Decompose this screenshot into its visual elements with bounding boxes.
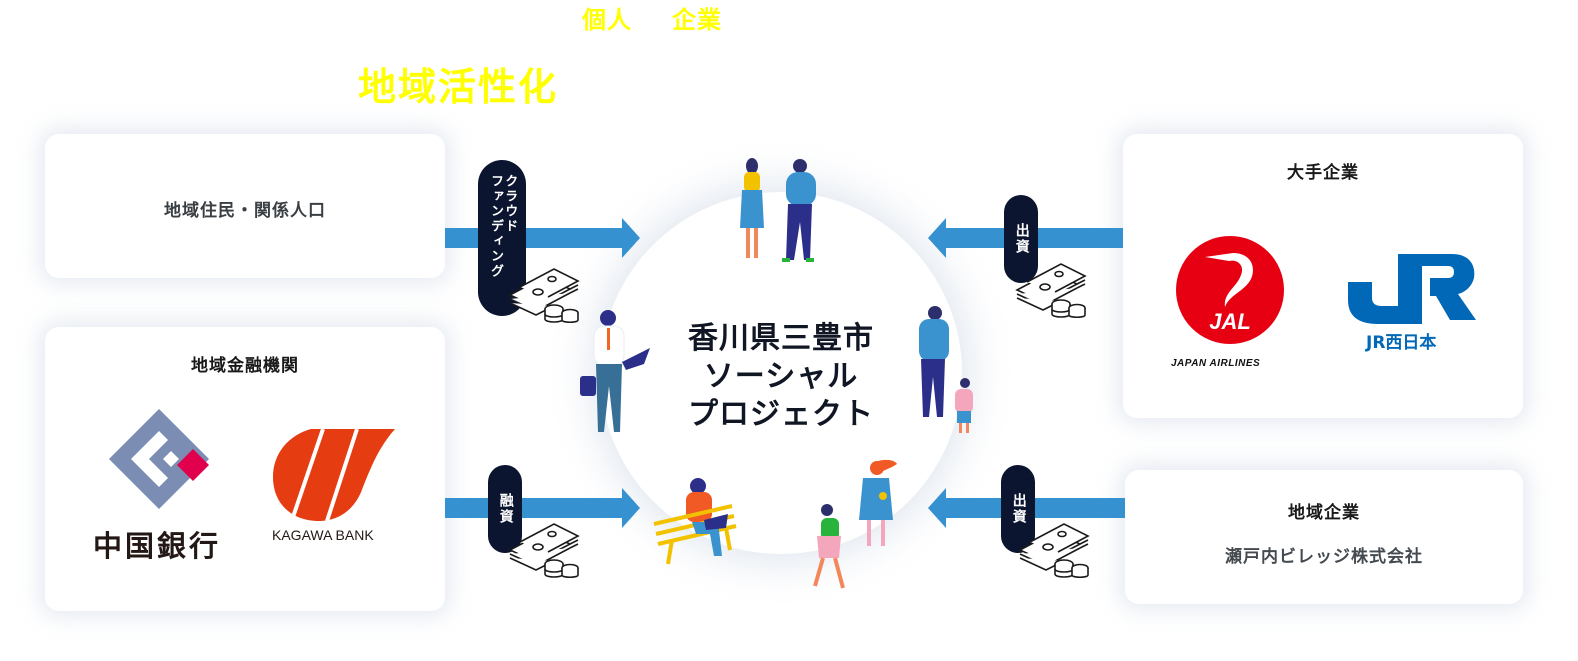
money-stack-icon bbox=[1015, 263, 1087, 318]
chugoku-bank-logo-icon bbox=[109, 409, 209, 509]
headline-word-company: 企業 bbox=[672, 6, 722, 34]
project-title-line: ソーシャル bbox=[703, 359, 859, 394]
jr-west-logo-icon bbox=[1348, 254, 1476, 324]
project-title-line: プロジェクト bbox=[688, 397, 874, 432]
jal-crane-logo-icon: JAL bbox=[1176, 236, 1284, 344]
headline-word-individual: 個人 bbox=[582, 6, 632, 34]
project-title: 香川県三豊市 ソーシャル プロジェクト bbox=[600, 320, 962, 434]
card-title: 大手企業 bbox=[1287, 163, 1359, 183]
headline-main: 地域活性化 bbox=[358, 65, 559, 109]
project-circle bbox=[600, 192, 962, 554]
couple-illustration-icon bbox=[740, 158, 816, 262]
jal-label: JAPAN AIRLINES bbox=[1171, 358, 1261, 369]
project-title-line: 香川県三豊市 bbox=[688, 321, 874, 356]
card-subtitle: 瀬戸内ビレッジ株式会社 bbox=[1225, 547, 1423, 567]
card-title: 地域住民・関係人口 bbox=[164, 201, 326, 221]
arrow-investment-local bbox=[928, 488, 1125, 528]
flow-label-loan: 融資 bbox=[488, 465, 522, 553]
arrow-loan bbox=[445, 488, 640, 528]
businessman-illustration-icon bbox=[580, 310, 650, 432]
flow-label-text: クラウドファンディング bbox=[488, 174, 518, 279]
bench-illustration-icon bbox=[653, 478, 737, 565]
kagawa-bank-label: KAGAWA BANK bbox=[272, 527, 374, 543]
flow-label-text: 出資 bbox=[1010, 493, 1027, 525]
card-regional-banks: 地域金融機関 中国銀行 KAGAWA BANK bbox=[45, 327, 445, 611]
father-child-illustration-icon bbox=[919, 306, 973, 433]
money-stack-icon bbox=[508, 268, 580, 323]
card-title: 地域金融機関 bbox=[191, 356, 299, 376]
kagawa-bank-logo-icon bbox=[273, 428, 395, 522]
svg-text:JAL: JAL bbox=[1209, 309, 1251, 334]
arrow-crowdfunding bbox=[445, 218, 640, 258]
women-walking-illustration-icon bbox=[813, 459, 897, 589]
chugoku-bank-label: 中国銀行 bbox=[93, 529, 222, 563]
flow-label-investment-local: 出資 bbox=[1001, 465, 1035, 553]
flow-label-text: 融資 bbox=[497, 493, 514, 525]
card-local-residents: 地域住民・関係人口 bbox=[45, 134, 445, 278]
jr-west-label: JR西日本 bbox=[1366, 333, 1437, 353]
flow-label-investment-major: 出資 bbox=[1004, 195, 1038, 283]
flow-label-text: 出資 bbox=[1013, 223, 1030, 255]
headline-top: 個人 企業 bbox=[582, 0, 722, 35]
card-title: 地域企業 bbox=[1288, 503, 1360, 523]
money-stack-icon bbox=[508, 523, 580, 578]
card-major-companies: 大手企業 JAL JAPAN AIRLINES JR西日本 bbox=[1123, 134, 1523, 418]
card-local-companies: 地域企業 瀬戸内ビレッジ株式会社 bbox=[1125, 470, 1523, 604]
money-stack-icon bbox=[1018, 523, 1090, 578]
